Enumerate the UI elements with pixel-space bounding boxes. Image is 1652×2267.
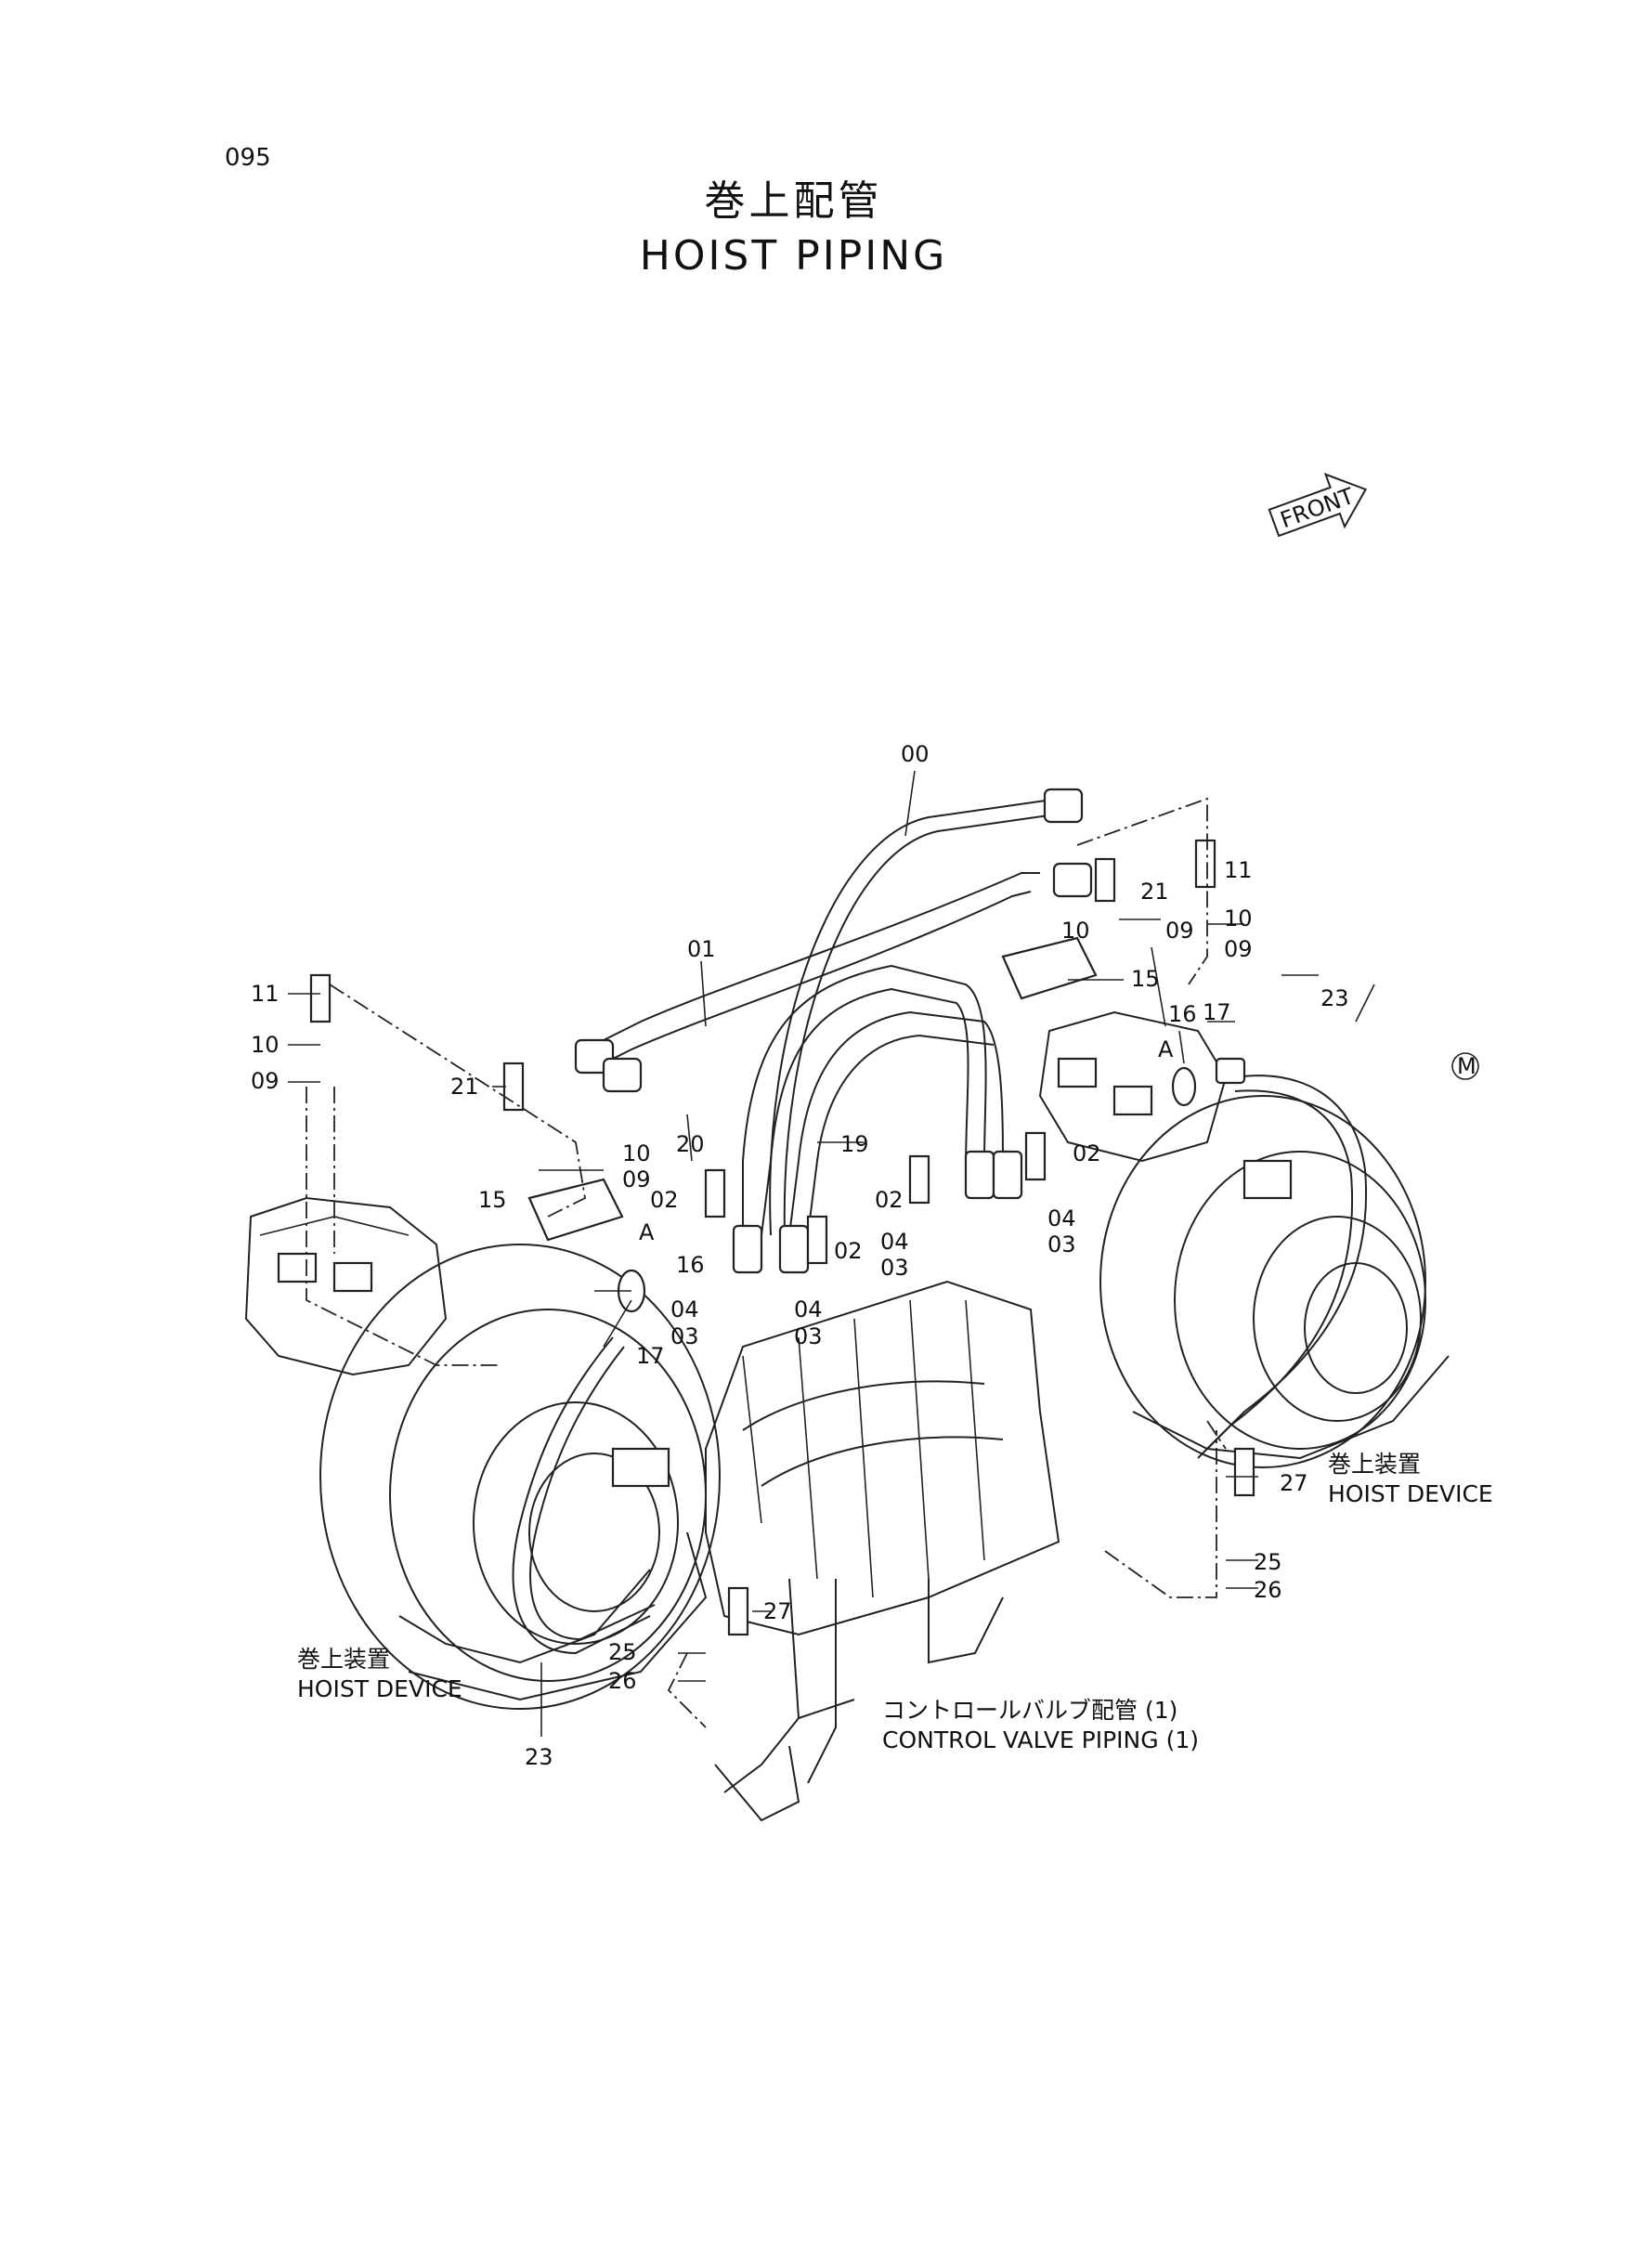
front-arrow-icon: FRONT (1268, 473, 1368, 538)
fittings (527, 788, 1246, 1313)
annotations: 巻上装置 HOIST DEVICE 巻上装置 HOIST DEVICE コントロ… (297, 1451, 1493, 1753)
bolts (309, 839, 1255, 1636)
callout-00: 00 (901, 741, 930, 767)
callout-26b: 26 (608, 1668, 637, 1694)
callout-02: 02 (1073, 1140, 1101, 1166)
view-marker-a-left: A (639, 1219, 655, 1245)
callout-09c: 09 (251, 1068, 280, 1094)
control-valve-en: CONTROL VALVE PIPING (1) (882, 1726, 1199, 1753)
corner-mark-letter: M (1457, 1053, 1476, 1079)
callout-10b: 10 (1061, 918, 1090, 944)
hoist-device-en-right: HOIST DEVICE (1328, 1480, 1493, 1507)
callout-10: 10 (1224, 905, 1253, 932)
callout-04c: 04 (794, 1296, 823, 1322)
callout-16: 16 (1168, 1001, 1197, 1027)
right-hoist-device (1038, 1010, 1450, 1468)
title-block: 巻上配管 HOIST PIPING (0, 167, 1652, 280)
callout-11b: 11 (251, 981, 280, 1007)
callout-27b: 27 (763, 1598, 792, 1624)
callout-16b: 16 (676, 1252, 705, 1278)
callout-02b: 02 (875, 1187, 904, 1213)
callout-01: 01 (687, 936, 716, 962)
hoses (512, 798, 1368, 1655)
view-marker-a-right: A (1158, 1036, 1174, 1062)
callout-03b: 03 (880, 1255, 909, 1281)
control-valve-body (705, 1280, 1060, 1822)
control-valve-jp: コントロールバルブ配管 (1) (882, 1697, 1177, 1724)
page-number: 095 (225, 144, 271, 172)
hoist-device-jp-right: 巻上装置 (1328, 1451, 1421, 1478)
callout-03c: 03 (794, 1323, 823, 1349)
hoist-device-en-left: HOIST DEVICE (297, 1675, 462, 1702)
callout-15b: 15 (478, 1187, 507, 1213)
callout-25b: 25 (608, 1639, 637, 1665)
title-japanese: 巻上配管 (704, 177, 883, 225)
callout-04: 04 (1047, 1205, 1076, 1231)
callout-23: 23 (1320, 985, 1349, 1011)
callout-27: 27 (1280, 1470, 1308, 1496)
callout-02d: 02 (650, 1187, 679, 1213)
callout-15: 15 (1131, 966, 1160, 992)
callout-03: 03 (1047, 1231, 1076, 1257)
callout-02c: 02 (834, 1238, 863, 1264)
leader-lines (288, 770, 1375, 1737)
left-hoist-device (244, 1196, 721, 1710)
callout-11: 11 (1224, 857, 1253, 883)
callout-21: 21 (1140, 879, 1169, 905)
callout-10d: 10 (622, 1140, 651, 1166)
callout-19: 19 (840, 1131, 869, 1157)
callout-23b: 23 (525, 1744, 553, 1770)
callout-04d: 04 (670, 1296, 699, 1322)
corner-mark: M (1451, 1052, 1479, 1080)
callout-20: 20 (676, 1131, 705, 1157)
callout-03d: 03 (670, 1323, 699, 1349)
assembly-frames (306, 797, 1227, 1728)
title-english: HOIST PIPING (639, 232, 948, 280)
callout-26: 26 (1254, 1577, 1282, 1603)
callout-09b: 09 (1224, 936, 1253, 962)
callout-numbers: 00 01 21 11 10 10 09 09 23 15 16 17 A 19… (251, 741, 1349, 1770)
hoist-device-jp-left: 巻上装置 (297, 1646, 390, 1673)
callout-10c: 10 (251, 1032, 280, 1058)
callout-17b: 17 (636, 1343, 665, 1369)
callout-17: 17 (1203, 999, 1231, 1025)
callout-04b: 04 (880, 1229, 909, 1255)
callout-09: 09 (1165, 918, 1194, 944)
callout-09d: 09 (622, 1166, 651, 1192)
callout-25: 25 (1254, 1549, 1282, 1575)
callout-21b: 21 (450, 1074, 479, 1100)
